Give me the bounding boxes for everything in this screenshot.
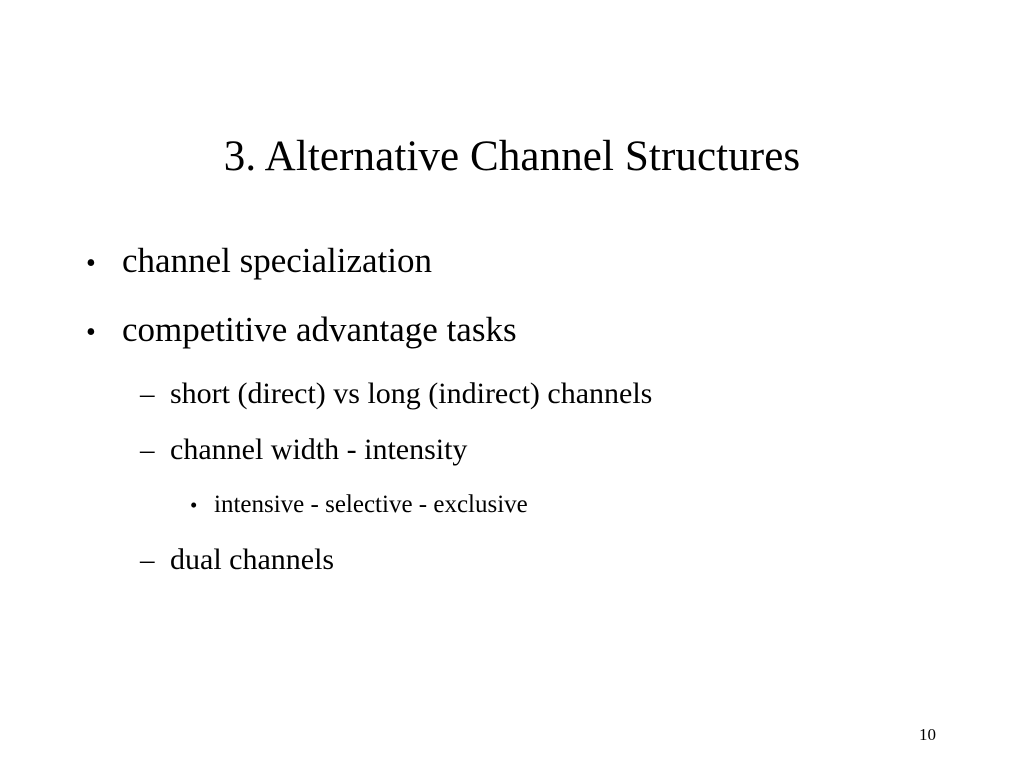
page-title: 3. Alternative Channel Structures [223, 132, 801, 180]
list-item: • intensive - selective - exclusive [0, 478, 1024, 532]
dash-icon: – [140, 434, 155, 466]
list-item-label: channel width - intensity [170, 433, 468, 466]
page-number: 10 [919, 725, 936, 744]
list-item: – channel width - intensity [0, 422, 1024, 478]
list-item-label: short (direct) vs long (indirect) channe… [170, 377, 653, 410]
list-item: – short (direct) vs long (indirect) chan… [0, 366, 1024, 422]
dash-icon: – [140, 544, 155, 576]
list-item: • channel specialization [0, 228, 1024, 297]
list-item: – dual channels [0, 532, 1024, 588]
bullet-list: • channel specialization • competitive a… [0, 228, 1024, 588]
list-item-label: channel specialization [122, 241, 432, 280]
bullet-icon: • [190, 493, 198, 517]
bullet-icon: • [86, 248, 96, 279]
list-item-label: intensive - selective - exclusive [214, 491, 528, 518]
list-item-label: dual channels [170, 543, 335, 576]
list-item: • competitive advantage tasks [0, 297, 1024, 366]
list-item-label: competitive advantage tasks [122, 310, 517, 349]
dash-icon: – [140, 378, 155, 410]
bullet-icon: • [86, 317, 96, 348]
